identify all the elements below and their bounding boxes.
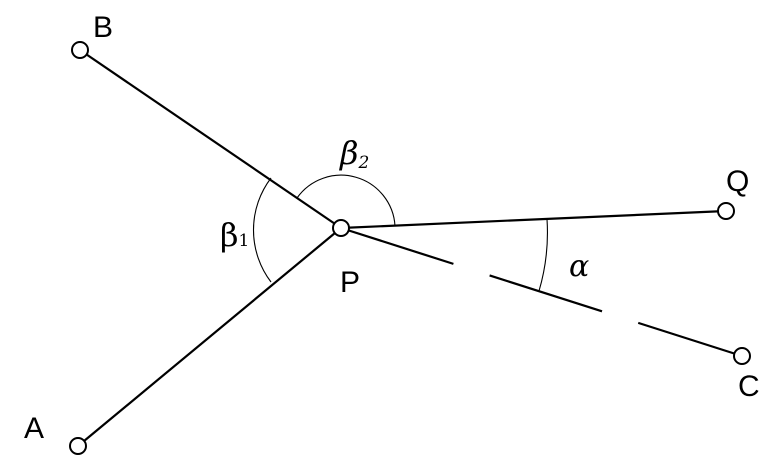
label-p: P [340,266,360,299]
point-q [717,202,735,220]
label-beta1: β1 [220,216,249,254]
point-p [332,219,350,237]
label-alpha: α [569,249,589,284]
angle-arc-alpha [538,218,548,292]
segment-bp [79,49,342,229]
label-q: Q [726,165,749,198]
label-a: A [24,412,44,445]
segment-pq [340,209,727,230]
angle-arc-beta1 [253,177,272,283]
label-beta1-base: β [220,216,239,254]
label-beta2-sub: 2 [358,153,370,173]
point-a [69,437,87,455]
label-beta1-sub: 1 [239,231,250,251]
segment-ap [77,227,342,447]
label-beta2-base: β [339,134,359,172]
segment-pc-dashed [340,226,743,358]
angle-arc-beta2 [296,174,396,227]
label-b: B [93,11,113,44]
point-b [71,41,89,59]
point-c [733,347,751,365]
label-c: C [738,370,760,403]
label-beta2: β2 [339,134,369,173]
